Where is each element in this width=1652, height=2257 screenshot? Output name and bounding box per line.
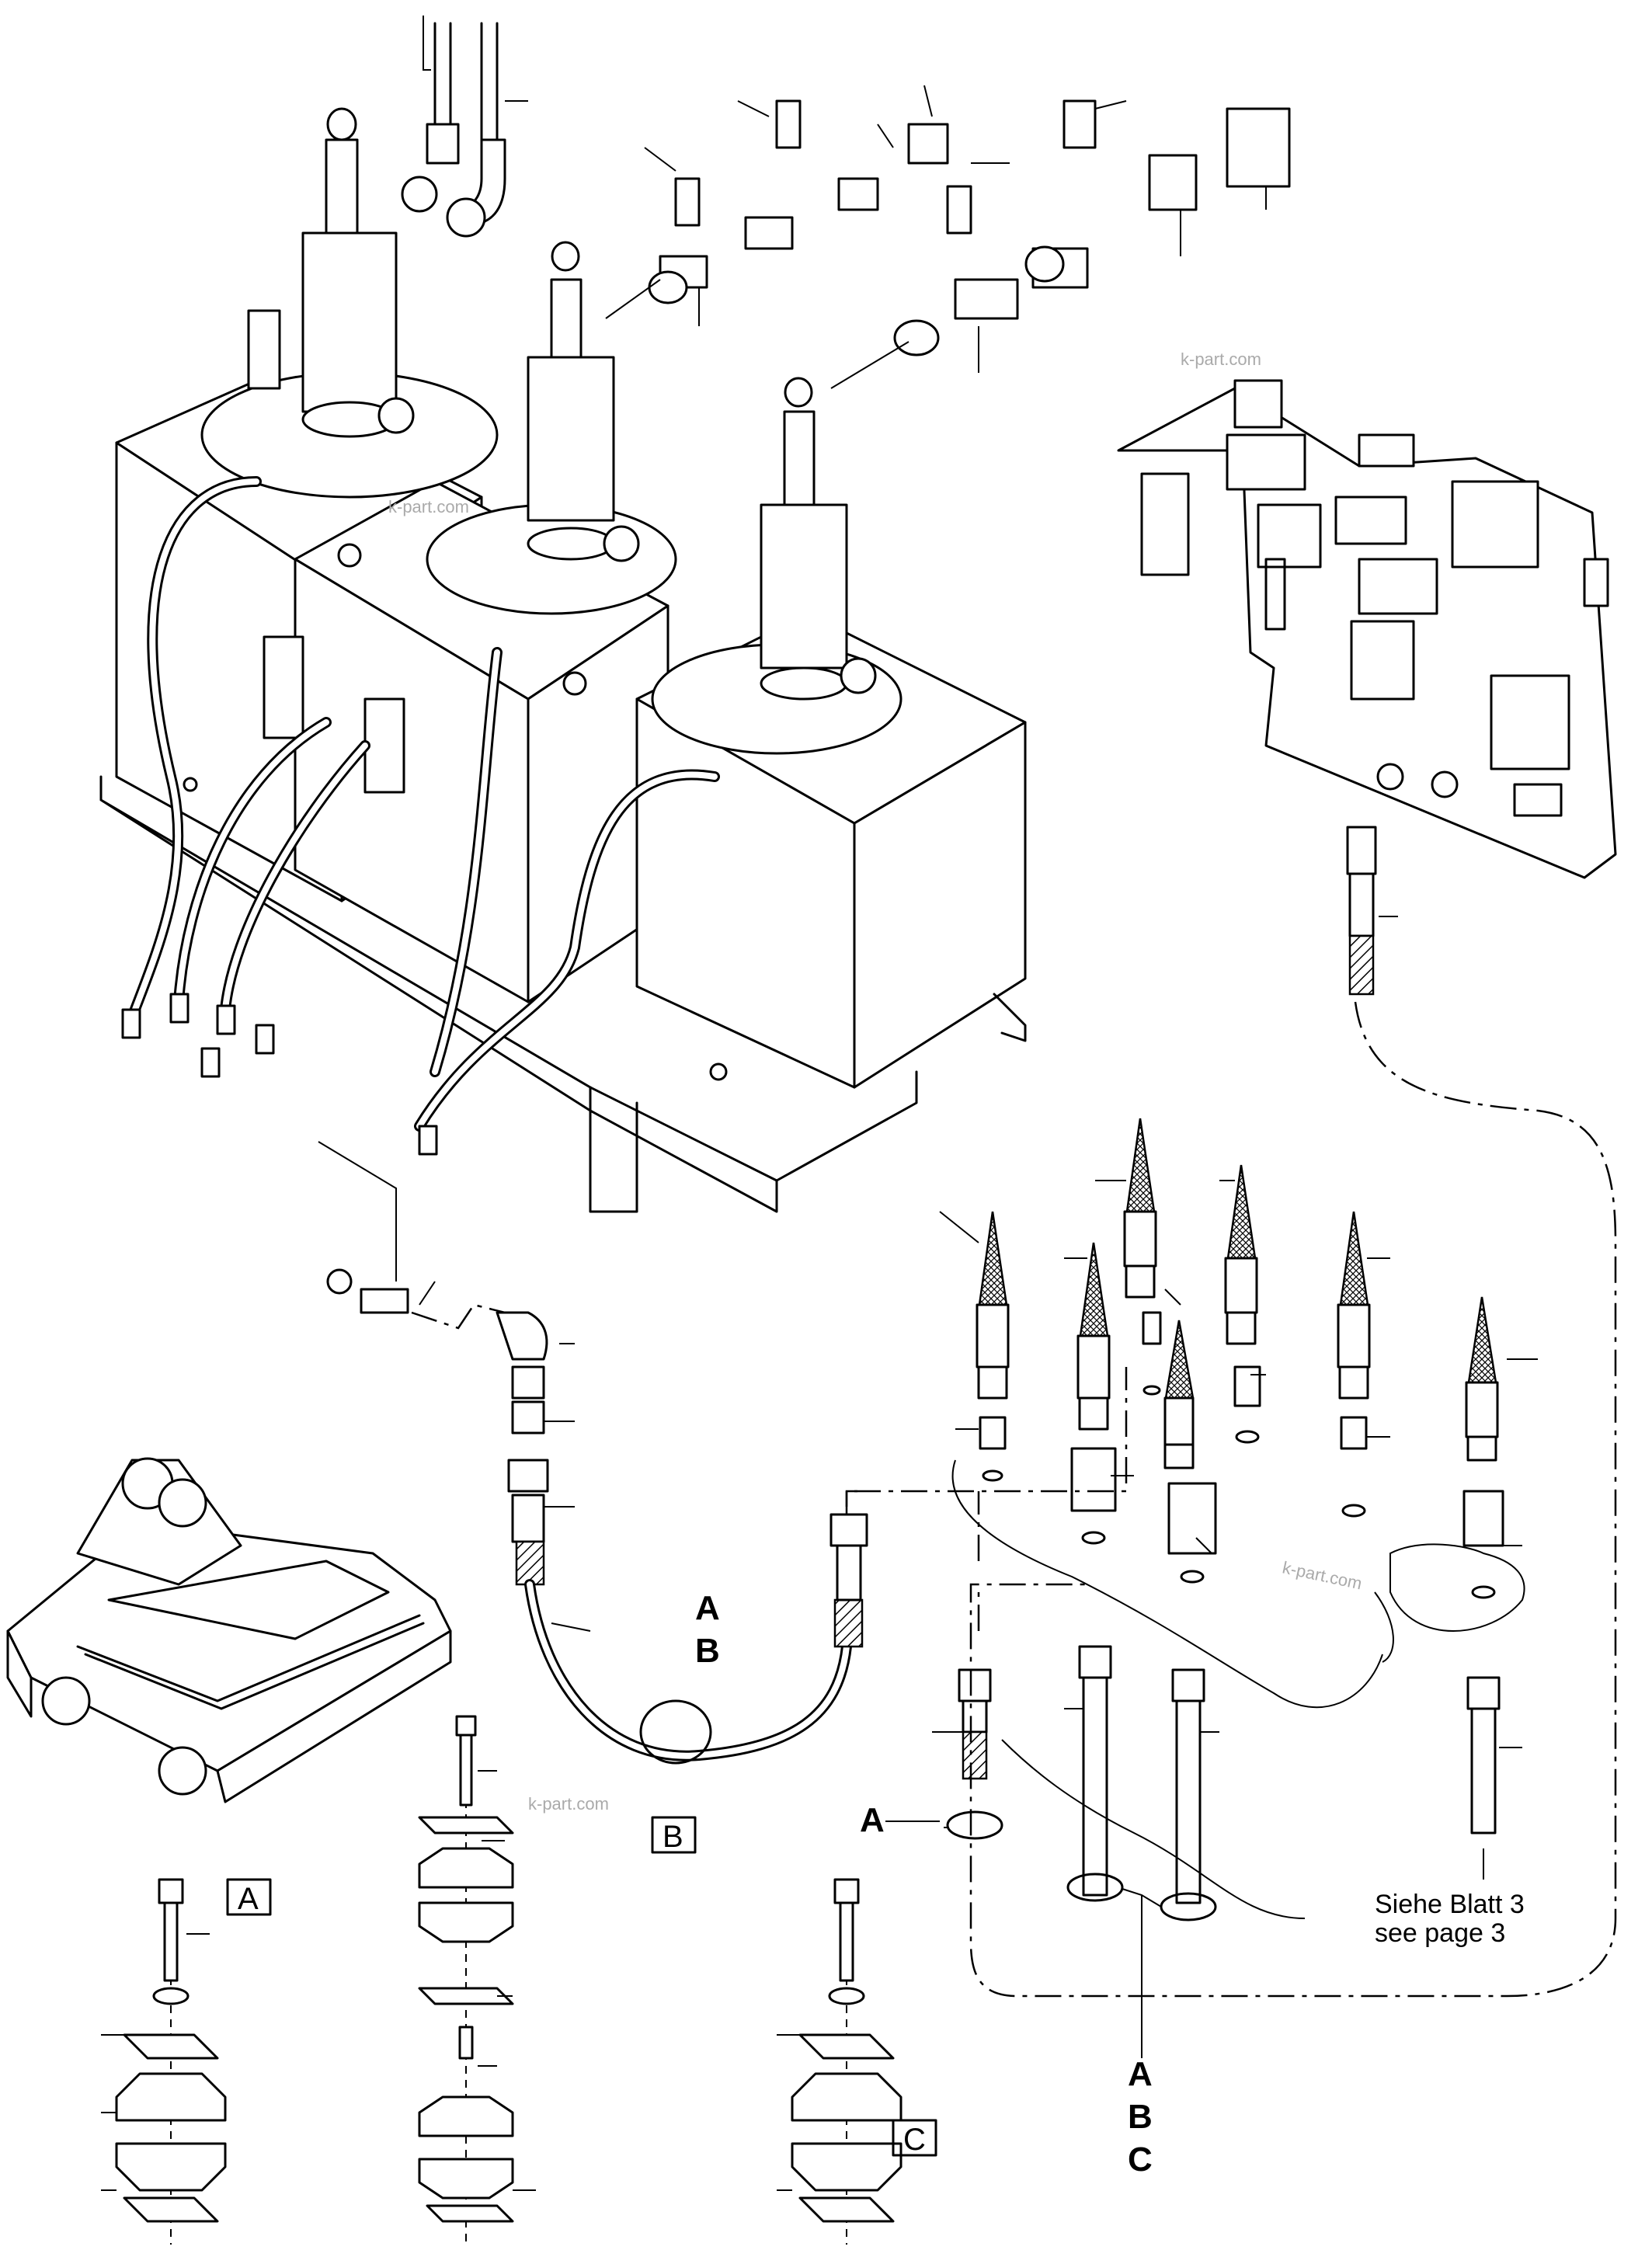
routing-line [969, 1001, 1617, 1998]
ring-callout-a: A [860, 1801, 885, 1839]
filter-1 [263, 635, 304, 739]
box-label-a: A [238, 1882, 259, 1916]
box-label-a-frame [226, 1878, 272, 1916]
gauge-dial-2 [603, 525, 640, 562]
top-fittings-group [401, 16, 1291, 389]
tee-fitting-3 [954, 278, 1019, 320]
ring-b1 [1066, 1873, 1124, 1902]
valve-block-assembly [1117, 379, 1617, 879]
box-label-c-frame [892, 2119, 937, 2157]
tank-right-side [635, 697, 856, 1089]
hose-fan-group [845, 826, 1617, 2058]
clamp-stack-a [101, 1878, 227, 2245]
box-label-b-frame [651, 1816, 697, 1854]
gauge-dial-1 [377, 397, 415, 434]
hydraulic-tank-unit [99, 107, 1027, 1213]
hose-b-ring [639, 1699, 712, 1765]
watermark-1: k-part.com [1181, 350, 1261, 369]
pivot-frame [6, 1457, 452, 1803]
group-callout-c: C [1128, 2140, 1153, 2179]
watermark-3: k-part.com [528, 1794, 609, 1814]
page-ref-english: see page 3 [1375, 1918, 1505, 1948]
gauge-1 [247, 309, 281, 390]
watermark-2: k-part.com [388, 497, 469, 516]
clamp-stack-c [777, 1878, 903, 2245]
gauge-dial-3 [840, 657, 877, 694]
group-callout-b: B [1128, 2098, 1153, 2136]
tee-fitting-2 [744, 216, 794, 250]
watermark-4: k-part.com [1281, 1557, 1364, 1593]
page-ref-german: Siehe Blatt 3 [1375, 1890, 1525, 1919]
hose-callout-b: B [695, 1632, 720, 1670]
hose-b-assembly [318, 1141, 868, 1765]
ring-a [946, 1810, 1003, 1840]
group-callout-a: A [1128, 2055, 1153, 2093]
pump-motor-1 [301, 107, 398, 438]
hose-callout-a: A [695, 1589, 720, 1627]
pump-motor-2 [527, 241, 615, 561]
pump-motor-3 [760, 377, 848, 701]
box-label-c: C [903, 2123, 926, 2157]
box-label-b: B [663, 1820, 683, 1854]
filter-2 [363, 697, 405, 794]
clamp-stack-b [418, 1715, 536, 2245]
